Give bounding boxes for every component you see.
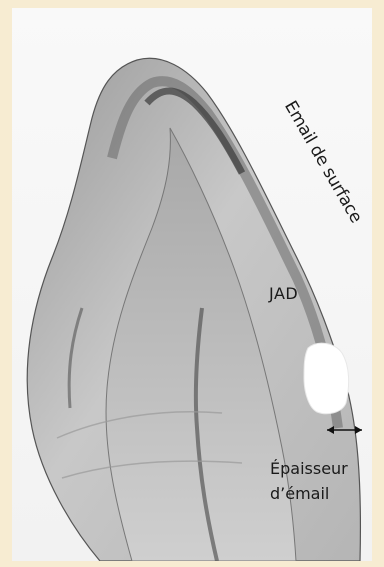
- enamel-thickness-line2: d’émail: [270, 481, 348, 506]
- enamel-thickness-line1: Épaisseur: [270, 456, 348, 481]
- enamel-thickness-label: Épaisseur d’émail: [270, 456, 348, 506]
- jad-label: JAD: [269, 284, 298, 303]
- white-marker: [304, 343, 349, 414]
